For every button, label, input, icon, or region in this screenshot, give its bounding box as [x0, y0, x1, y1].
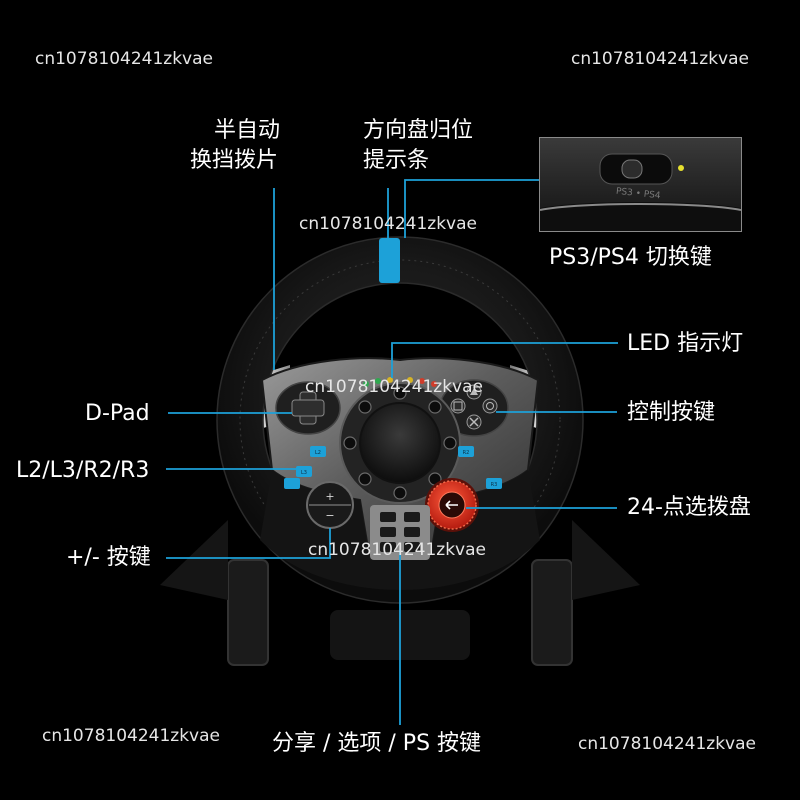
selector-dial — [425, 478, 479, 532]
shoulder-buttons: L2 L3 R2 R3 — [284, 446, 502, 489]
watermark-top-left: cn1078104241zkvae — [35, 49, 213, 69]
ps-switch-inset: PS3 • PS4 — [539, 137, 742, 232]
ps-switch-closeup: PS3 • PS4 — [540, 138, 741, 231]
watermark-lower-center: cn1078104241zkvae — [308, 540, 486, 560]
label-dpad: D-Pad — [85, 401, 150, 426]
label-share: 分享 / 选项 / PS 按键 — [272, 731, 482, 756]
center-hub — [359, 402, 441, 484]
label-paddle-line2: 换挡拨片 — [190, 148, 279, 173]
svg-text:PS3 • PS4: PS3 • PS4 — [615, 187, 661, 202]
watermark-center: cn1078104241zkvae — [305, 377, 483, 397]
dpad-control — [291, 391, 325, 425]
share-options-ps-buttons — [370, 505, 430, 560]
svg-text:R2: R2 — [463, 450, 470, 456]
svg-text:+: + — [325, 490, 334, 503]
watermark-bottom-left: cn1078104241zkvae — [42, 726, 220, 746]
svg-text:L3: L3 — [301, 470, 307, 476]
label-paddle-line1: 半自动 — [214, 118, 281, 143]
label-controls: 控制按键 — [627, 400, 716, 425]
svg-text:R3: R3 — [491, 482, 498, 488]
label-l2r3: L2/L3/R2/R3 — [16, 458, 150, 483]
label-center-line2: 提示条 — [363, 148, 430, 173]
plus-minus-buttons: + − — [306, 481, 354, 529]
watermark-upper-center: cn1078104241zkvae — [299, 214, 477, 234]
hub-bolts — [343, 386, 457, 500]
label-center-line1: 方向盘归位 — [363, 118, 474, 143]
label-dial: 24-点选拨盘 — [627, 495, 751, 520]
watermark-top-right: cn1078104241zkvae — [571, 49, 749, 69]
label-led: LED 指示灯 — [627, 331, 744, 356]
svg-text:L2: L2 — [315, 450, 321, 456]
face-buttons — [450, 384, 498, 430]
callout-lines — [166, 179, 618, 725]
led-indicators — [363, 377, 437, 387]
center-marker-stripe — [379, 238, 400, 283]
label-plusminus: +/- 按键 — [66, 545, 151, 570]
label-ps-switch: PS3/PS4 切换键 — [549, 245, 712, 270]
watermark-bottom-right: cn1078104241zkvae — [578, 734, 756, 754]
svg-text:−: − — [325, 509, 334, 522]
